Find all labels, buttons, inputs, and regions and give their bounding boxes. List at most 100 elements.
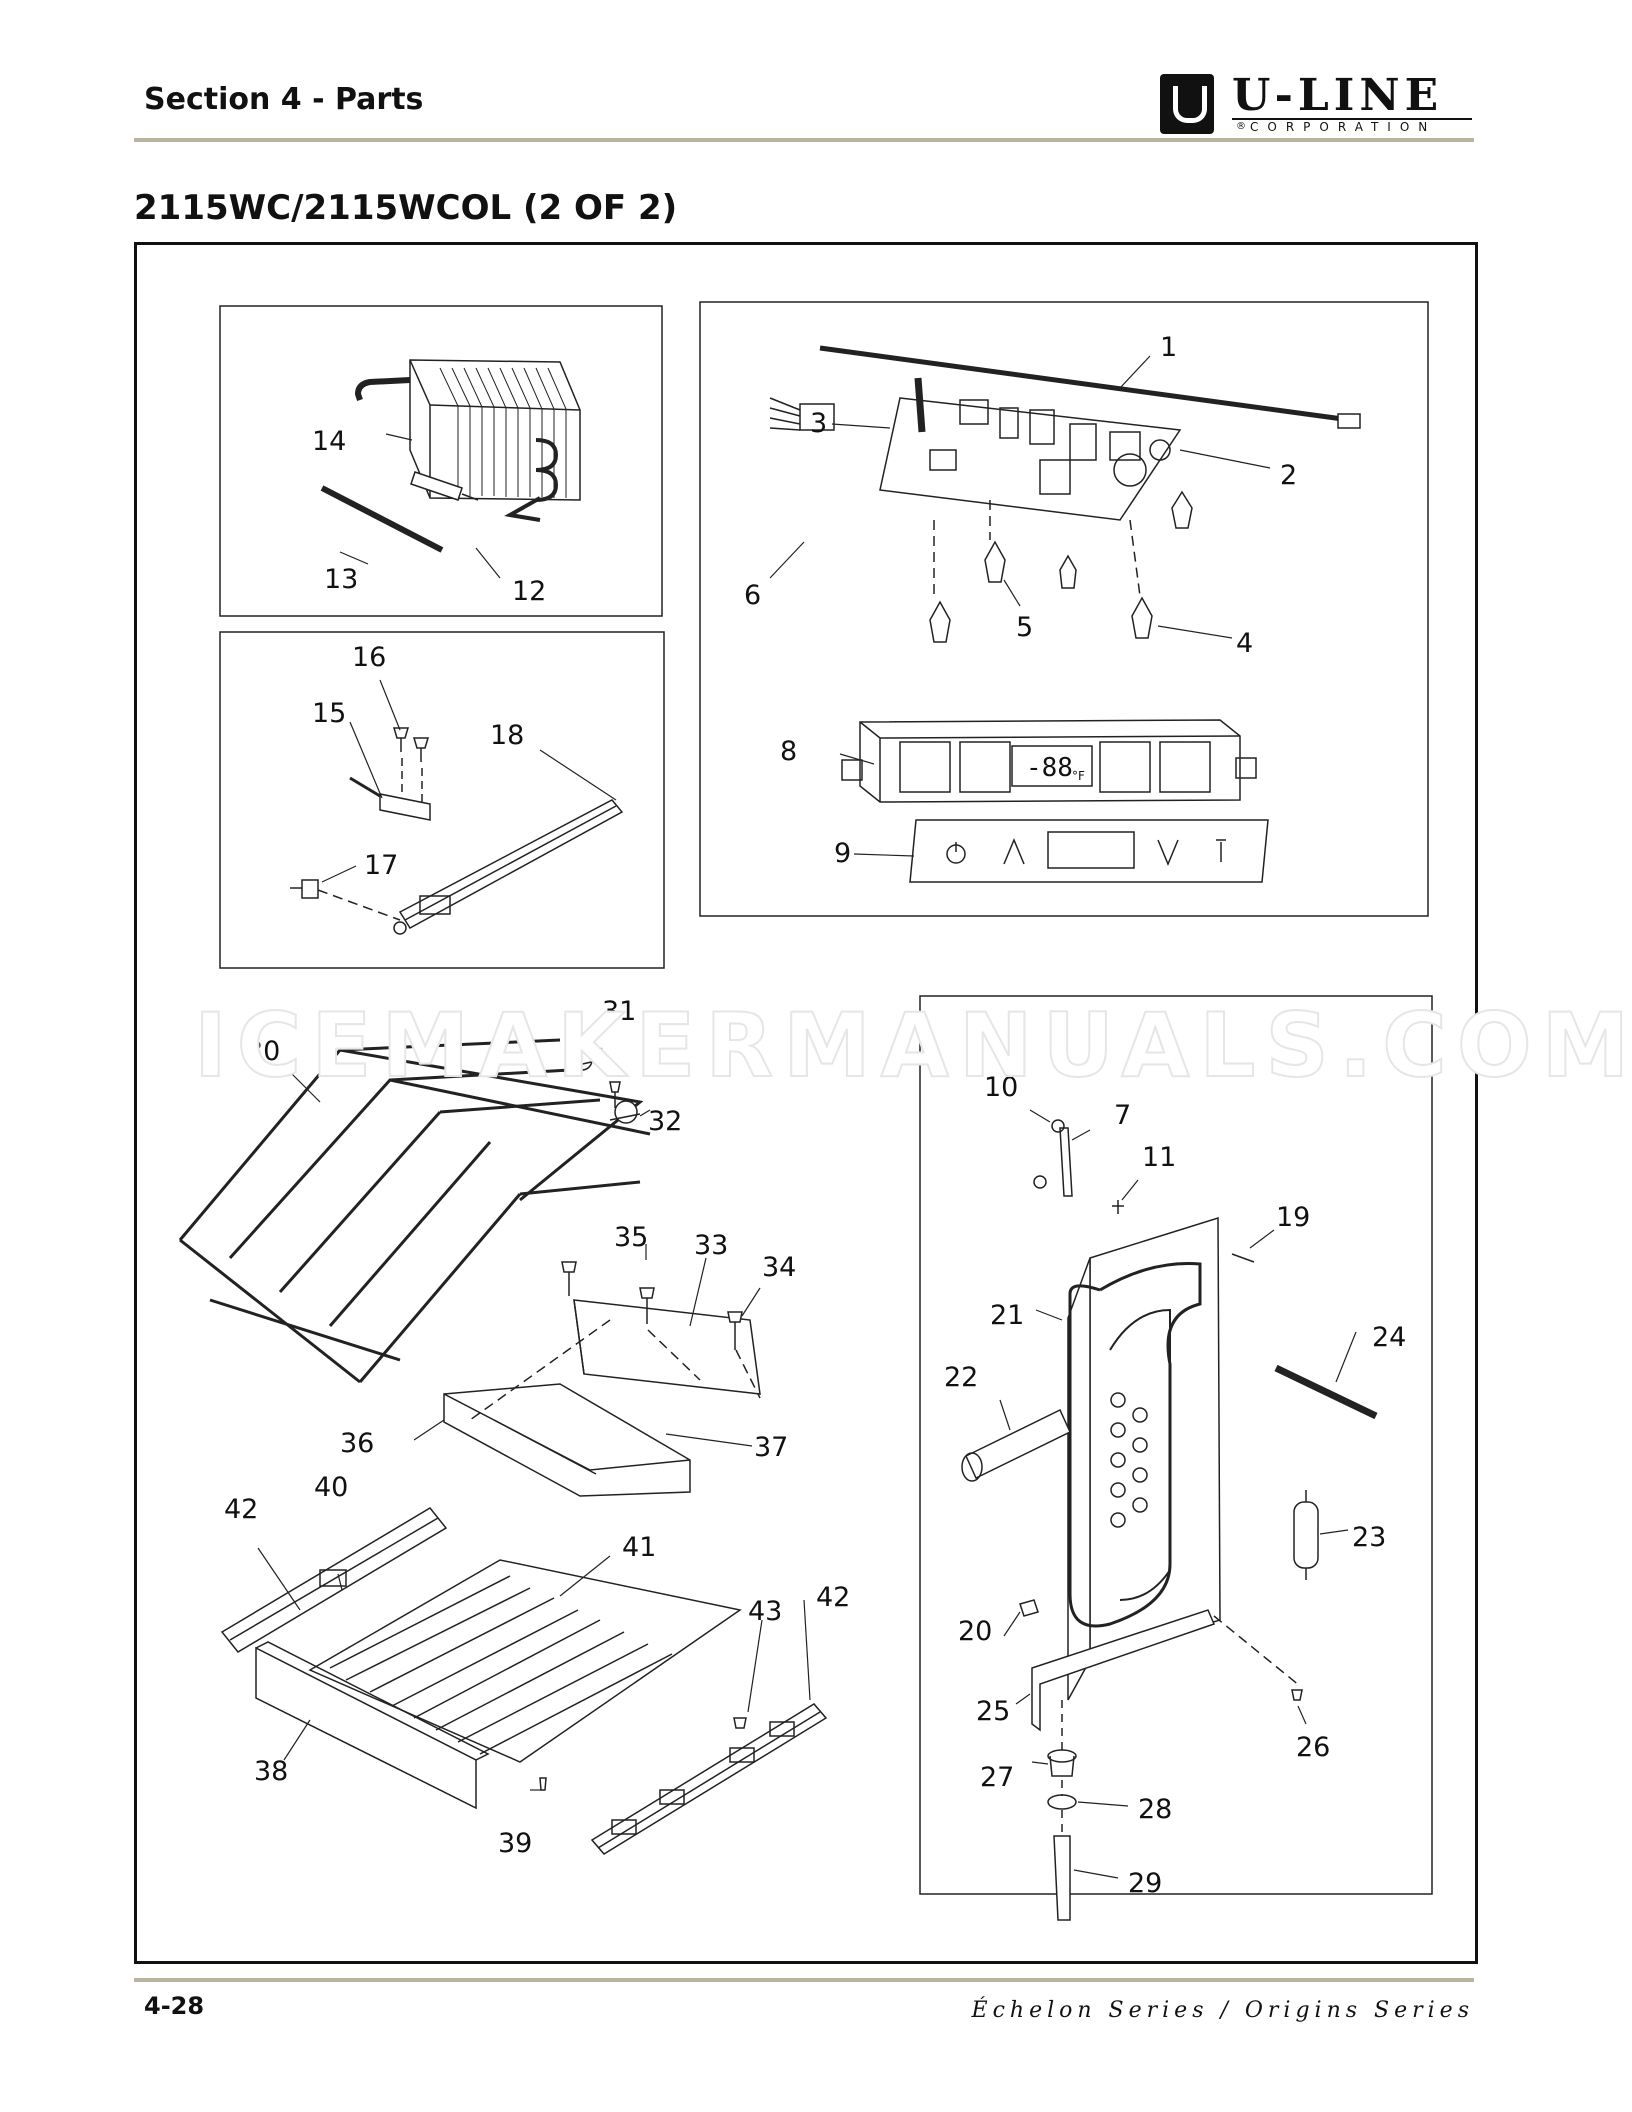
logo-name: U-LINE [1232, 70, 1444, 121]
wire-shelf [178, 1038, 651, 1384]
section-title: Section 4 - Parts [144, 82, 424, 117]
screw-axis [401, 758, 423, 804]
assembly-axes [469, 1319, 761, 1421]
callout-label: 7 [1114, 1100, 1131, 1131]
series-name: Échelon Series / Origins Series [971, 1998, 1474, 2023]
screw-32 [609, 1081, 621, 1108]
callout-label: 17 [364, 850, 398, 881]
screw-35 [561, 1261, 577, 1296]
callout-label: 16 [352, 642, 386, 673]
screw-43 [733, 1717, 747, 1729]
callout-label: 38 [254, 1756, 288, 1787]
u-line-logo-icon [1160, 74, 1214, 134]
drawer-front [255, 1641, 490, 1810]
callout-label: 34 [762, 1252, 796, 1283]
washer-28 [1047, 1794, 1077, 1810]
panel-cold-plate [919, 995, 1433, 1895]
screw-16a [392, 727, 410, 752]
panel-evaporator [219, 305, 663, 617]
thermistor-probe [914, 377, 926, 433]
screw-35b [639, 1287, 655, 1324]
nut-10 [1051, 1119, 1065, 1133]
nut-10b [1033, 1175, 1047, 1189]
callout-label: 23 [1352, 1522, 1386, 1553]
logo-subtitle: CORPORATION [1250, 120, 1437, 134]
callout-label: 1 [1160, 332, 1177, 363]
callout-label: 6 [744, 580, 761, 611]
display-readout: -88 [1026, 753, 1073, 783]
control-overlay [909, 819, 1269, 883]
footer-rule [134, 1978, 1474, 1982]
cold-plate [1067, 1216, 1221, 1701]
callout-label: 25 [976, 1696, 1010, 1727]
callout-label: 20 [958, 1616, 992, 1647]
slide-rail-left [220, 1507, 448, 1653]
trim-bracket [573, 1299, 761, 1395]
callout-label: 24 [1372, 1322, 1406, 1353]
clamp-32 [609, 1100, 641, 1124]
callout-label: 40 [314, 1472, 348, 1503]
capillary-tube [320, 485, 444, 553]
thermistor-clip [349, 776, 431, 821]
suction-line [1274, 1364, 1378, 1420]
standoff-left [929, 520, 951, 643]
sensor-wire [819, 345, 1351, 423]
callout-label: 42 [816, 1582, 850, 1613]
callout-label: 11 [1142, 1142, 1176, 1173]
u-line-logo: U-LINE ® CORPORATION [1160, 70, 1472, 134]
display-unit: °F [1072, 769, 1085, 783]
drier-23 [1293, 1490, 1319, 1580]
standoff-top [1171, 490, 1193, 529]
evaporator-coil [354, 359, 581, 522]
callout-label: 36 [340, 1428, 374, 1459]
screw-26 [1291, 1689, 1303, 1701]
trough-axis [1213, 1615, 1301, 1687]
bushing [290, 879, 319, 899]
screw-39 [539, 1777, 547, 1791]
trim-front [443, 1383, 691, 1497]
panel-control [699, 301, 1429, 917]
clamp [564, 1049, 601, 1071]
callout-label: 21 [990, 1300, 1024, 1331]
callout-label: 22 [944, 1362, 978, 1393]
filter-drier [410, 471, 479, 501]
header-rule [134, 138, 1474, 142]
callout-label: 13 [324, 564, 358, 595]
callout-label: 26 [1296, 1732, 1330, 1763]
drain-hose [1053, 1835, 1071, 1921]
diagram-frame [134, 242, 1478, 1964]
logo-registered-mark: ® [1236, 121, 1246, 132]
callout-label: 43 [748, 1596, 782, 1627]
screw-34 [727, 1311, 743, 1350]
drain-trough [1031, 1609, 1216, 1732]
callout-label: 4 [1236, 628, 1253, 659]
callout-label: 10 [984, 1072, 1018, 1103]
bracket-7 [1059, 1127, 1073, 1197]
callout-label: 19 [1276, 1202, 1310, 1233]
callout-label: 12 [512, 576, 546, 607]
callout-labels: 1 2 3 4 5 6 7 8 9 10 11 12 13 14 15 16 1… [224, 332, 1406, 1899]
display-housing [841, 719, 1257, 803]
standoff-board [1059, 554, 1077, 589]
screw-16b [412, 737, 430, 762]
drain-tube [961, 1408, 1071, 1482]
standoff-20 [1019, 1599, 1039, 1617]
callout-label: 3 [810, 408, 827, 439]
standoff-right [1129, 519, 1153, 639]
screw-11 [1112, 1200, 1124, 1214]
page-number: 4-28 [144, 1992, 205, 2020]
wire-harness [769, 397, 835, 431]
callout-label: 41 [622, 1532, 656, 1563]
callout-label: 27 [980, 1762, 1014, 1793]
callout-label: 30 [246, 1036, 280, 1067]
callout-label: 18 [490, 720, 524, 751]
watermark: ICEMAKERMANUALS.COM [193, 993, 1632, 1098]
callout-label: 32 [648, 1106, 682, 1137]
drain-fitting [1047, 1749, 1077, 1777]
callout-label: 42 [224, 1494, 258, 1525]
logo-divider [1232, 118, 1472, 120]
callout-label: 14 [312, 426, 346, 457]
bushing-axis [317, 889, 401, 921]
callout-label: 5 [1016, 612, 1033, 643]
